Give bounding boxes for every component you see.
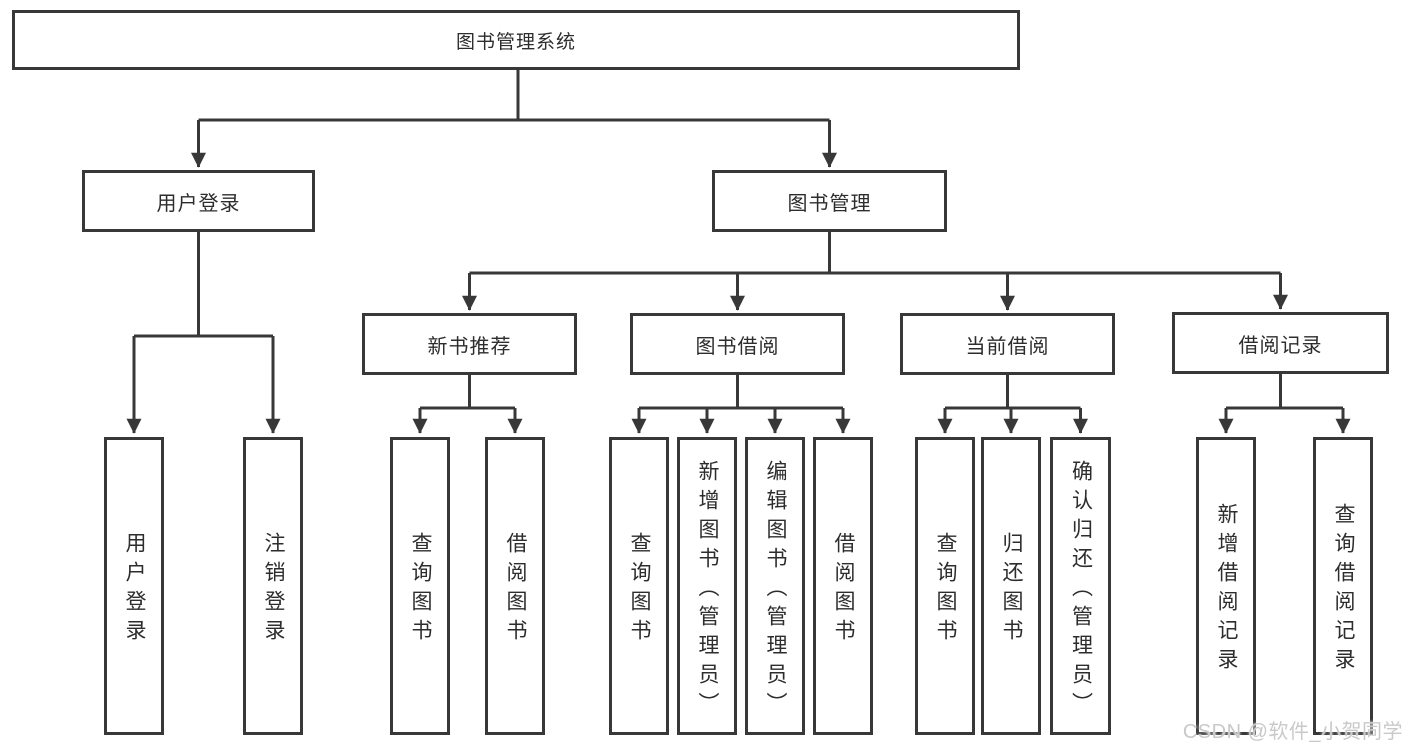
- node-label: 当前借阅: [965, 335, 1050, 358]
- leaf-add-borrow-record: 新增借阅记录: [1196, 437, 1256, 735]
- node-label: 图书管理: [787, 192, 872, 215]
- node-label: 查询图书: [934, 532, 958, 648]
- node-label: 图书管理系统: [455, 31, 576, 53]
- leaf-return-books: 归还图书: [981, 437, 1041, 735]
- leaf-borrow-books-2: 借阅图书: [813, 437, 873, 735]
- leaf-query-books-1: 查询图书: [390, 437, 450, 735]
- node-label: 新增借阅记录: [1215, 503, 1239, 677]
- leaf-borrow-books-1: 借阅图书: [485, 437, 545, 735]
- node-label: 图书借阅: [695, 335, 780, 358]
- leaf-confirm-return-admin: 确认归还（管理员）: [1050, 437, 1111, 735]
- node-current-borrowing: 当前借阅: [900, 313, 1115, 375]
- node-borrowing-records: 借阅记录: [1172, 312, 1389, 374]
- node-label: 用户登录: [156, 192, 241, 215]
- leaf-query-books-2: 查询图书: [609, 437, 669, 735]
- node-label: 新增图书（管理员）: [696, 459, 720, 721]
- node-user-login: 用户登录: [82, 170, 315, 232]
- leaf-add-books-admin: 新增图书（管理员）: [677, 437, 737, 735]
- node-label: 查询借阅记录: [1332, 503, 1356, 677]
- node-label: 借阅图书: [832, 532, 856, 648]
- node-book-management: 图书管理: [712, 170, 947, 232]
- node-label: 查询图书: [628, 532, 652, 648]
- node-label: 新书推荐: [427, 335, 512, 358]
- node-label: 借阅图书: [504, 532, 528, 648]
- node-root-library-system: 图书管理系统: [12, 10, 1020, 70]
- leaf-user-login: 用户登录: [104, 437, 164, 735]
- leaf-edit-books-admin: 编辑图书（管理员）: [745, 437, 805, 735]
- leaf-logout: 注销登录: [243, 437, 303, 735]
- node-label: 借阅记录: [1238, 334, 1323, 357]
- node-label: 用户登录: [123, 532, 147, 648]
- csdn-watermark: CSDN @软件_小贺同学: [1182, 721, 1403, 743]
- node-new-book-recommend: 新书推荐: [362, 313, 577, 375]
- leaf-query-borrow-record: 查询借阅记录: [1313, 437, 1373, 735]
- leaf-query-books-3: 查询图书: [915, 437, 975, 735]
- node-label: 查询图书: [409, 532, 433, 648]
- node-label: 编辑图书（管理员）: [764, 459, 788, 721]
- node-book-borrowing: 图书借阅: [630, 313, 845, 375]
- node-label: 归还图书: [1000, 532, 1024, 648]
- node-label: 注销登录: [262, 532, 286, 648]
- node-label: 确认归还（管理员）: [1069, 459, 1093, 721]
